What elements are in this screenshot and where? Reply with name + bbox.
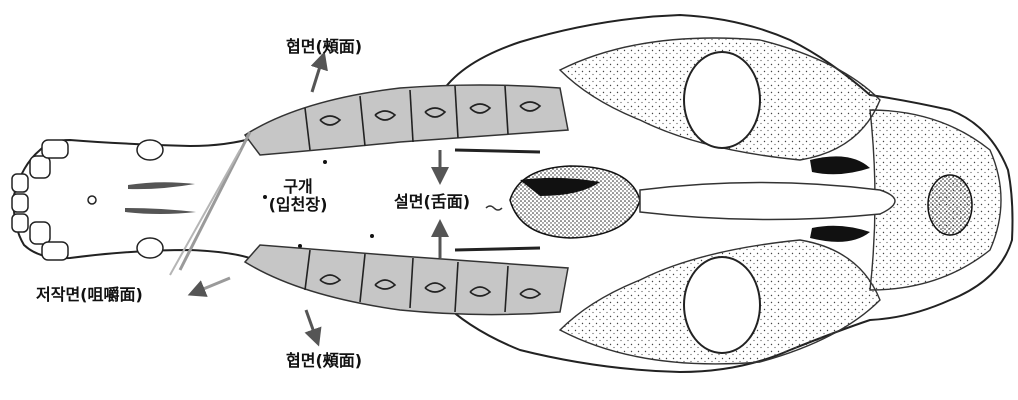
palate-label: 구개 (입천장) — [256, 178, 340, 215]
buccal-surface-label-top: 협면(頰面) — [286, 38, 362, 56]
arrow-buccal-bottom — [306, 310, 316, 338]
arrow-buccal-top — [312, 60, 322, 92]
palatine-groove-top — [455, 150, 540, 152]
orbit-bottom — [684, 257, 760, 353]
occlusal-surface-label: 저작면(咀嚼面) — [36, 286, 143, 304]
palatine-groove-bottom — [455, 248, 540, 250]
lingual-surface-label: 설면(舌面) — [394, 193, 470, 211]
orbit-top — [684, 52, 760, 148]
palatine-dot-2 — [323, 160, 327, 164]
foramen-magnum — [928, 175, 972, 235]
palate-label-line1: 구개 — [256, 178, 340, 196]
palate-label-line2: (입천장) — [256, 196, 340, 214]
buccal-surface-label-bottom: 협면(頰面) — [286, 352, 362, 370]
canine-top — [137, 140, 163, 160]
arrow-occlusal — [196, 278, 230, 292]
canine-bottom — [137, 238, 163, 258]
basioccipital — [640, 183, 895, 220]
palatine-dot-3 — [370, 234, 374, 238]
